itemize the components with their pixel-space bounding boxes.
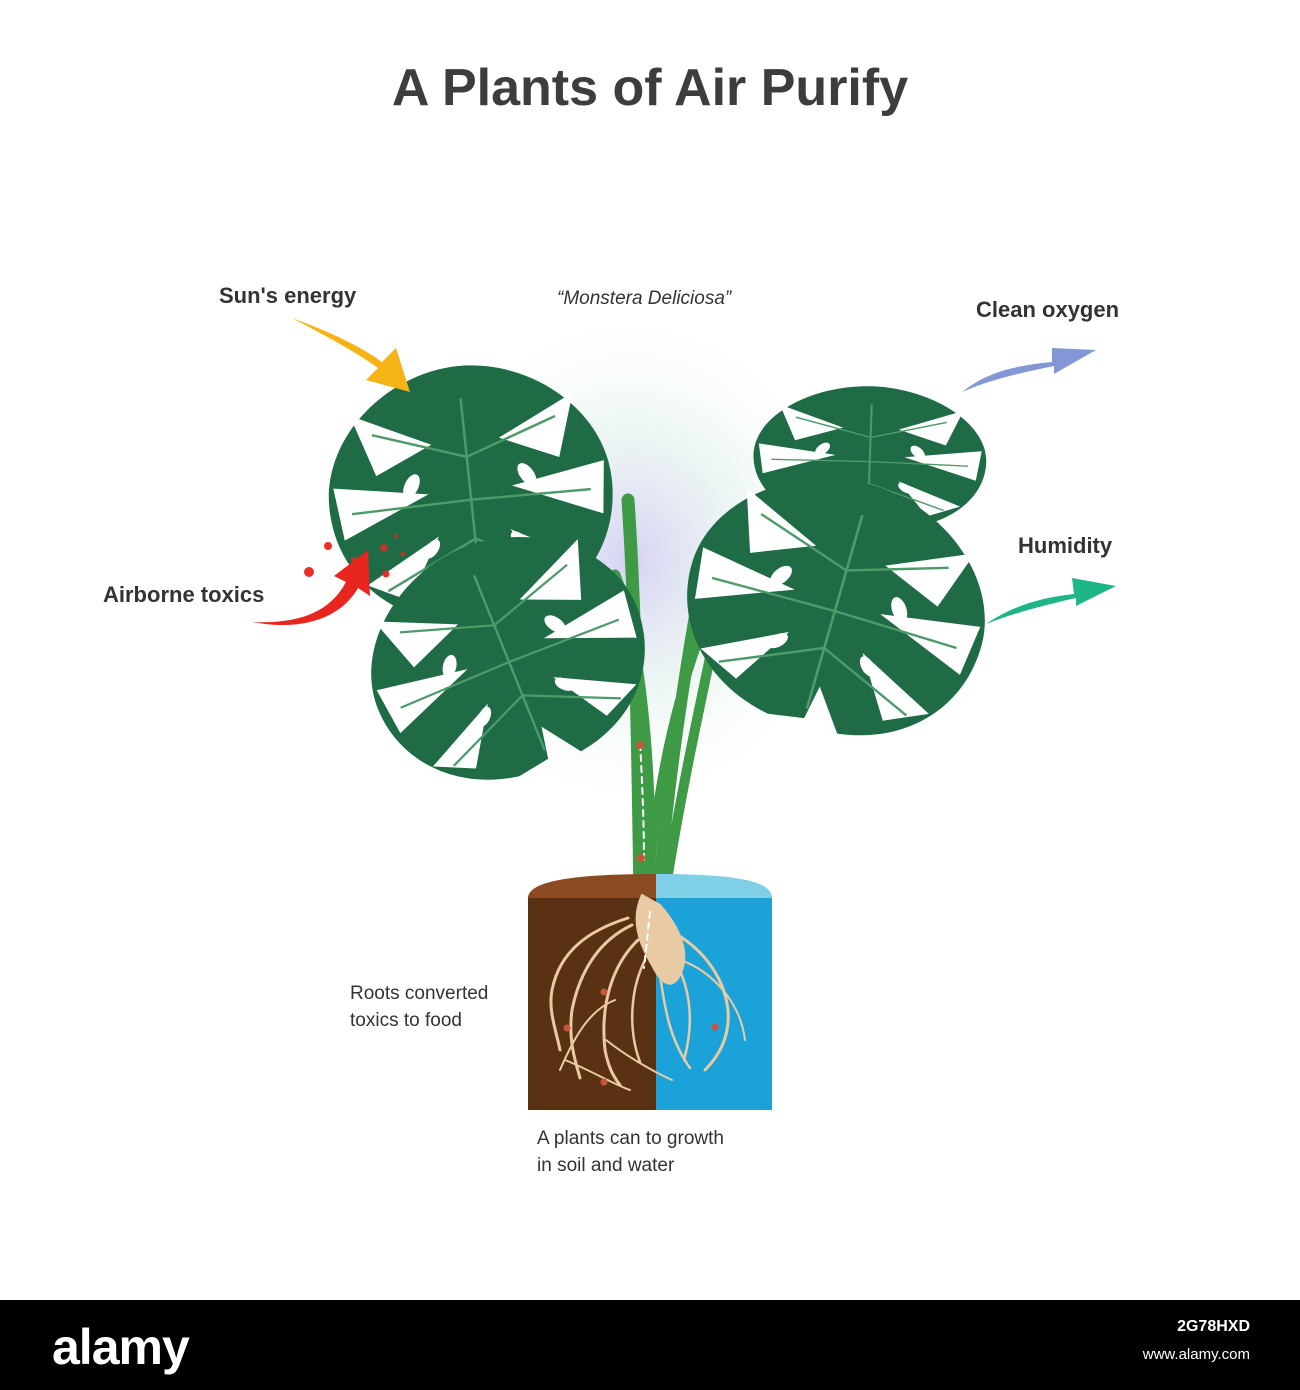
growth-note-line-1: A plants can to growth: [537, 1128, 724, 1149]
footer-brand-logo: alamy: [52, 1319, 190, 1375]
roots-note-line-1: Roots converted: [350, 983, 489, 1004]
growth-note-line-2: in soil and water: [537, 1155, 675, 1176]
sun-energy-label: Sun's energy: [219, 283, 357, 308]
flow-arrows: [252, 318, 1116, 625]
watermark-footer: alamy 2G78HXD www.alamy.com: [0, 1300, 1300, 1390]
toxin-particle: [351, 557, 357, 563]
diagram-title: A Plants of Air Purify: [391, 59, 909, 117]
clean-oxygen-label: Clean oxygen: [976, 297, 1120, 322]
humidity-arrow: [986, 578, 1116, 624]
roots-note-line-2: toxics to food: [350, 1010, 462, 1031]
toxin-particle: [324, 542, 332, 550]
diagram-canvas: A Plants of Air Purify: [103, 59, 1120, 1179]
toxin-particle: [382, 570, 390, 578]
airborne-toxics-arrow: [252, 550, 370, 625]
species-name: “Monstera Deliciosa”: [557, 288, 732, 309]
roots-note: Roots converted toxics to food: [350, 980, 550, 1034]
plant-illustration: [252, 300, 1116, 1110]
toxin-particle: [380, 544, 388, 552]
humidity-label: Humidity: [1018, 533, 1113, 558]
water-surface: [656, 874, 772, 898]
growth-note: A plants can to growth in soil and water: [537, 1125, 817, 1179]
toxin-particle: [401, 552, 405, 556]
toxin-particles: [304, 534, 405, 578]
toxin-particle: [304, 567, 314, 577]
airborne-toxics-label: Airborne toxics: [103, 582, 265, 607]
plant-roots: [549, 893, 746, 1091]
soil-surface: [528, 874, 656, 898]
footer-image-id: 2G78HXD: [1177, 1318, 1250, 1335]
toxin-particle: [394, 534, 398, 538]
footer-site: www.alamy.com: [1142, 1346, 1250, 1363]
sun-energy-arrow: [292, 318, 410, 392]
clean-oxygen-arrow: [962, 348, 1096, 392]
